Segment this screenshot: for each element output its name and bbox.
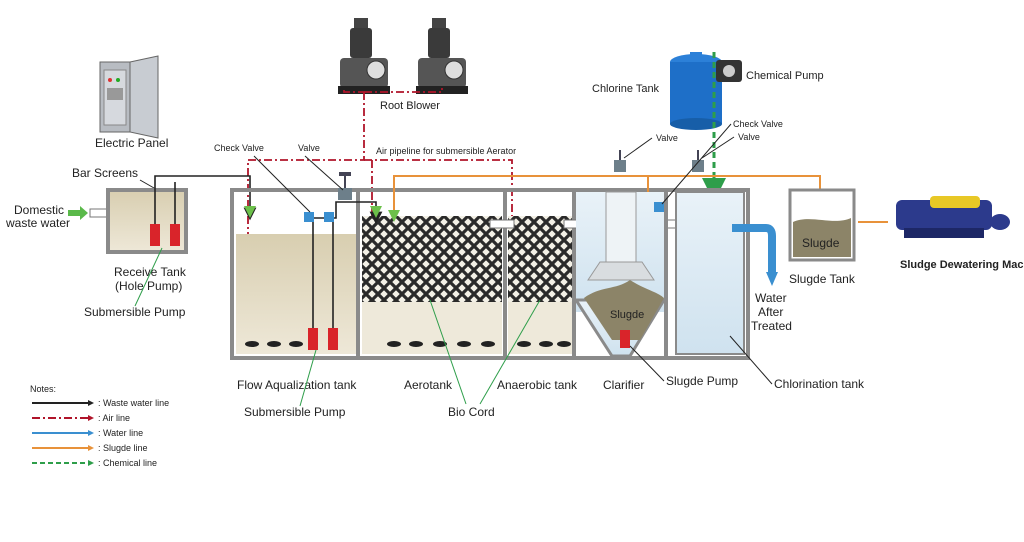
anaerobic-bio-cord [508,216,572,302]
air-pipeline-label: Air pipeline for submersible Aerator [376,146,516,156]
valve-right-top-label: Valve [656,133,678,143]
valve-right-label: Valve [738,132,760,142]
check-valve-right-leader [661,123,732,205]
flow-tank-label: Flow Aqualization tank [237,378,357,392]
check-valve-leader [253,155,311,213]
sludge-tank-label: Slugde Tank [789,272,856,286]
submersible-pump-mid-leader [299,349,317,407]
check-valve-right-label: Check Valve [733,119,783,129]
chlorination-leader [729,335,773,385]
check-valve-icon [304,212,334,222]
legend-item-label: : Slugde line [98,443,148,453]
feed-arrow-icon [244,206,256,218]
clarifier-label: Clarifier [603,378,644,392]
inlet-arrow-icon [68,206,88,220]
root-blower-icon [338,18,468,94]
valve-leader [304,155,344,191]
electric-panel-icon [99,55,159,139]
valve-right-top-leader [623,137,653,159]
submersible-pump-mid-label: Submersible Pump [244,405,346,419]
check-valve-left-label: Check Valve [214,143,264,153]
dewatering-machine-label: Sludge Dewatering Machine [900,259,1024,271]
right-valves-icon [614,150,704,212]
legend-arrow-icon [88,400,94,406]
root-blower-label: Root Blower [380,100,440,112]
legend-arrow-icon [88,460,94,466]
legend-item-label: : Air line [98,413,130,423]
legend-item-label: : Chemical line [98,458,157,468]
waste-water-label: waste water [5,216,70,230]
legend-arrow-icon [88,430,94,436]
chemical-pump-label: Chemical Pump [746,70,824,82]
sludge-tank-content-label: Slugde [802,236,840,250]
aerators [245,341,571,347]
anaerobic-tank-label: Anaerobic tank [497,378,578,392]
receive-tank [106,175,257,254]
sludge-pump-leader [629,345,665,382]
legend-item-label: : Waste water line [98,398,169,408]
dewatering-machine-icon [896,196,1010,238]
submersible-pump-left-label: Submersible Pump [84,305,186,319]
bio-cord-leader-1 [429,299,467,405]
legend-arrow-icon [88,445,94,451]
sludge-tank [788,188,856,262]
chlorination-tank-label: Chlorination tank [774,377,865,391]
submersible-pump-left-leader [134,247,163,307]
water-label: Water [755,291,787,305]
aerotank-bio-cord [362,216,502,302]
clarifier [573,191,667,358]
bar-screens-label: Bar Screens [72,166,138,180]
valve-icon [338,172,352,200]
hole-pump-label: (Hole Pump) [115,279,182,293]
legend: Notes: : Waste water line : Air line : Wat… [30,384,169,468]
treated-label: Treated [751,319,792,333]
chlorination-tank [664,190,778,358]
domestic-label: Domestic [14,203,64,217]
aerotank-label: Aerotank [404,378,453,392]
chemical-pump-icon [716,60,742,82]
water-out-arrow-icon [766,272,778,286]
valve-left-label: Valve [298,143,320,153]
inflow-arrow-icon [388,210,400,222]
bio-cord-leader-2 [479,299,541,405]
submersible-pumps-mid [308,201,383,350]
after-label: After [758,305,783,319]
sludge-pump-label: Slugde Pump [666,374,738,388]
legend-item-label: : Water line [98,428,143,438]
chlorine-tank-label: Chlorine Tank [592,83,660,95]
clarifier-sludge-label: Slugde [610,309,644,321]
legend-title: Notes: [30,384,56,394]
transfer-arrow-icon [370,206,382,218]
electric-panel-label: Electric Panel [95,136,168,150]
valve-right-leader [701,136,735,159]
bio-cord-label: Bio Cord [448,405,495,419]
legend-arrow-icon [88,415,94,421]
